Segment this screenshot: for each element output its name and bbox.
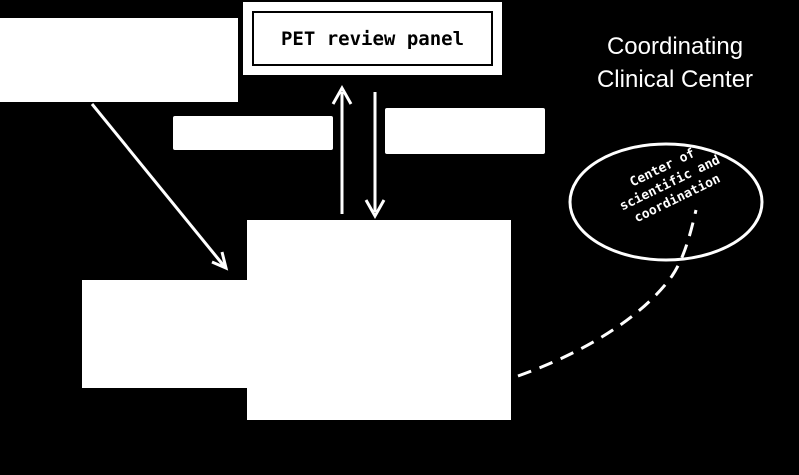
downward-arrow-label-bar (385, 108, 545, 154)
upward-arrow-label-bar (173, 116, 333, 150)
pet-review-panel-inner-border: PET review panel (252, 11, 493, 66)
dashed-connector-curve (517, 209, 698, 378)
center-main-box (247, 220, 511, 420)
left-wing-box (82, 280, 252, 388)
coordinating-center-line-2: Clinical Center (596, 66, 754, 93)
top-left-box (0, 18, 238, 102)
pet-review-panel-box: PET review panel (243, 2, 502, 75)
downward-arrowhead (364, 199, 386, 220)
coordinating-clinical-center-title: Coordinating Clinical Center (560, 30, 790, 96)
upward-arrowhead (331, 84, 353, 105)
coordinating-center-line-1: Coordinating (606, 33, 744, 60)
diagonal-arrow-to-center-box (90, 103, 226, 267)
pet-review-panel-label: PET review panel (280, 27, 465, 50)
diagonal-arrowhead (211, 251, 229, 271)
center-of-coordination-ellipse (568, 142, 764, 262)
